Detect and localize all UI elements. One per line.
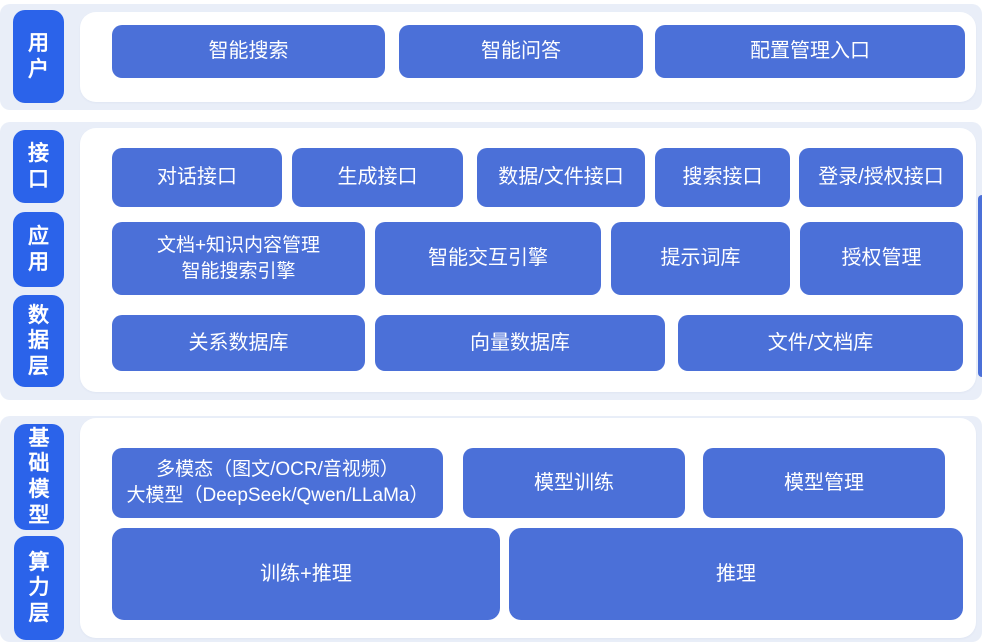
layer-badge-base-model-label: 基础模型	[28, 426, 50, 527]
block-generation-api: 生成接口	[292, 148, 463, 207]
block-interactive-engine: 智能交互引擎	[375, 222, 601, 295]
block-prompt-library: 提示词库	[611, 222, 790, 295]
block-model-management: 模型管理	[703, 448, 945, 518]
block-smart-qa: 智能问答	[399, 25, 643, 78]
block-multimodal-llm: 多模态（图文/OCR/音视频） 大模型（DeepSeek/Qwen/LLaMa）	[112, 448, 443, 518]
block-dialog-api: 对话接口	[112, 148, 282, 207]
clipped-block-sliver	[978, 195, 982, 377]
block-vector-db: 向量数据库	[375, 315, 665, 371]
block-config-management-entry: 配置管理入口	[655, 25, 965, 78]
layer-badge-application-label: 应用	[27, 224, 49, 274]
layer-badge-interface-label: 接口	[27, 141, 49, 191]
layer-badge-data-layer: 数据层	[13, 295, 64, 387]
block-smart-search: 智能搜索	[112, 25, 385, 78]
block-model-training: 模型训练	[463, 448, 685, 518]
block-login-auth-api: 登录/授权接口	[799, 148, 963, 207]
block-file-doc-store: 文件/文档库	[678, 315, 963, 371]
block-data-file-api: 数据/文件接口	[477, 148, 645, 207]
layer-badge-data-layer-label: 数据层	[27, 303, 49, 378]
block-inference: 推理	[509, 528, 963, 620]
layer-badge-compute-layer-label: 算力层	[28, 550, 50, 625]
layer-badge-user: 用户	[13, 10, 64, 103]
block-search-api: 搜索接口	[655, 148, 790, 207]
block-auth-management: 授权管理	[800, 222, 963, 295]
block-relational-db: 关系数据库	[112, 315, 365, 371]
layer-badge-application: 应用	[13, 212, 64, 287]
layer-badge-compute-layer: 算力层	[14, 536, 64, 640]
layer-badge-user-label: 用户	[27, 31, 49, 81]
block-doc-knowledge-search-engine: 文档+知识内容管理 智能搜索引擎	[112, 222, 365, 295]
layer-badge-interface: 接口	[13, 130, 64, 203]
layer-badge-base-model: 基础模型	[14, 424, 64, 530]
block-training-inference: 训练+推理	[112, 528, 500, 620]
